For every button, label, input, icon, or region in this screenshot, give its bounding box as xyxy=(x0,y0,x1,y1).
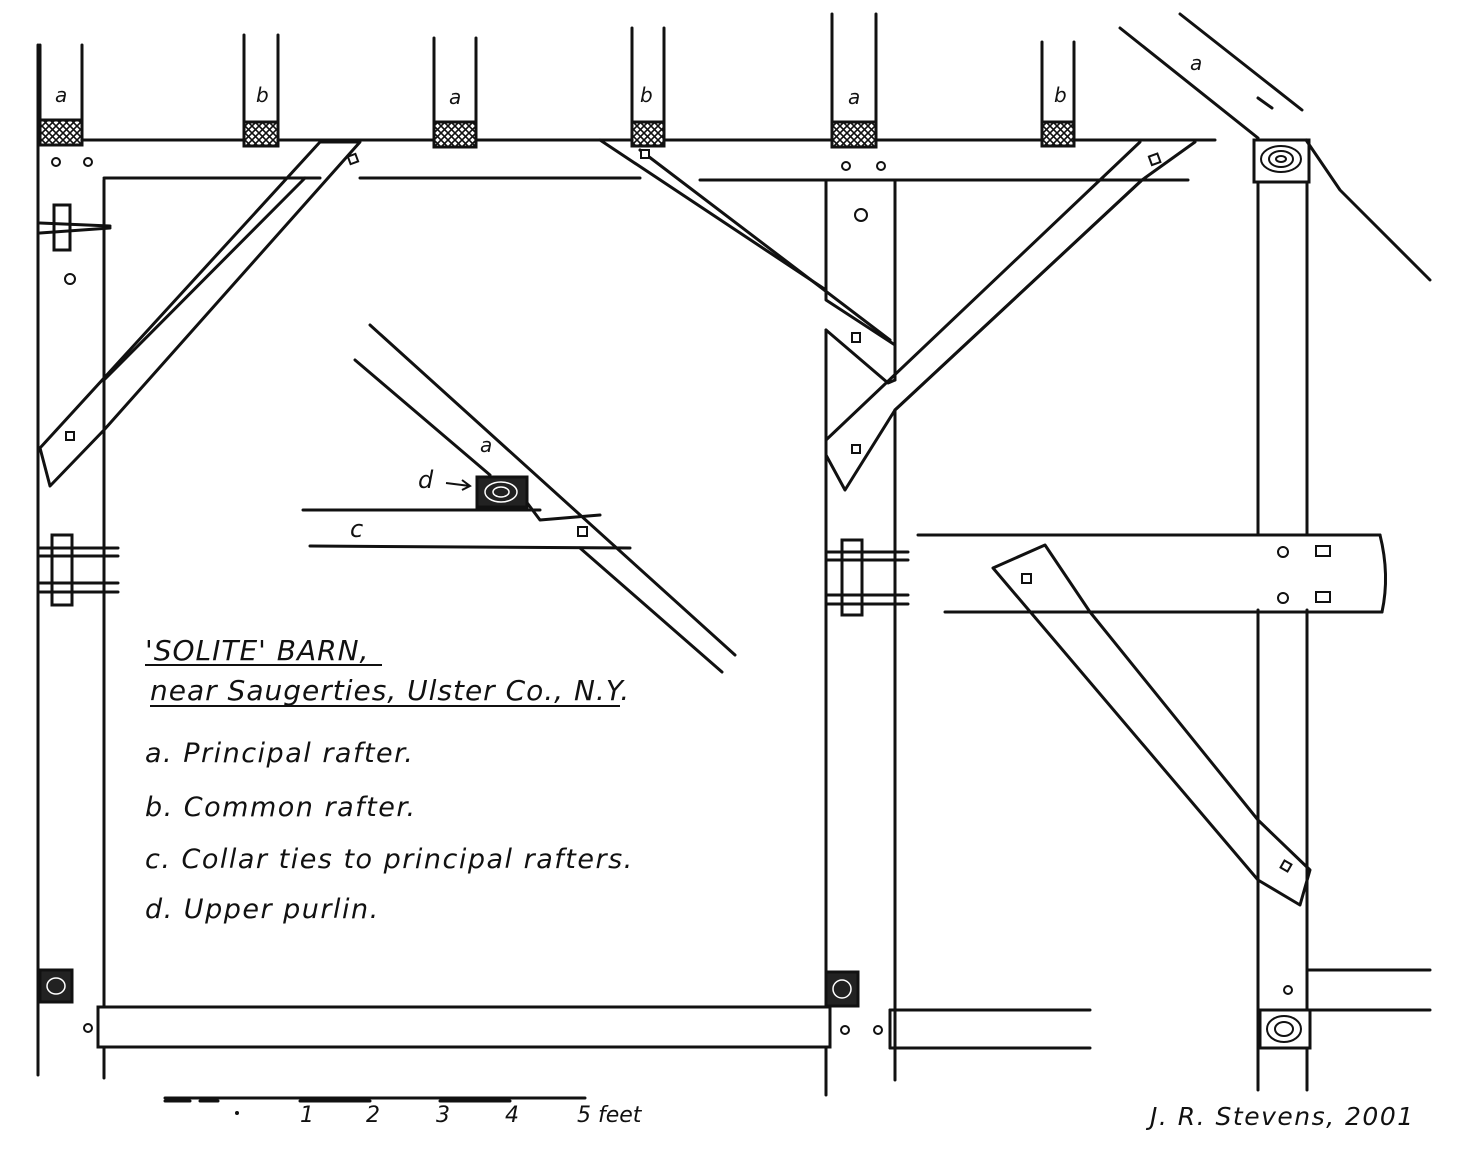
rafter-end xyxy=(38,43,84,147)
center-brace-right xyxy=(824,140,1197,492)
scale-tick: 4 xyxy=(505,1103,519,1128)
scale-tick: 5 feet xyxy=(577,1103,643,1128)
right-diagonal-brace xyxy=(991,543,1312,907)
rafter-label: b xyxy=(256,83,269,107)
scale-bar: 1 2 3 4 5 feet xyxy=(163,1096,643,1128)
scale-tick: 3 xyxy=(436,1103,450,1128)
legend-item: b. Common rafter. xyxy=(145,792,417,823)
rafter-label: a xyxy=(55,83,67,107)
detail-label-rafter: a xyxy=(480,433,492,457)
legend-item: a. Principal rafter. xyxy=(145,738,414,769)
signature: J. R. Stevens, 2001 xyxy=(1145,1102,1415,1131)
rafter-end xyxy=(1040,40,1076,148)
right-post xyxy=(1252,138,1432,1092)
left-post xyxy=(36,43,106,1080)
scale-tick: 2 xyxy=(366,1103,380,1128)
peg-fastenings xyxy=(38,203,910,617)
detail-label-purlin: d xyxy=(418,466,434,494)
top-plate xyxy=(36,138,1217,182)
lower-right-beam xyxy=(1258,968,1432,1050)
right-tie-beam xyxy=(916,533,1388,614)
rafter-end xyxy=(630,26,666,148)
center-brace-left xyxy=(598,138,897,385)
legend-item: c. Collar ties to principal rafters. xyxy=(145,844,634,875)
rafter-end xyxy=(432,36,478,149)
scale-tick: 1 xyxy=(300,1103,314,1128)
rafter-ends xyxy=(38,12,1304,149)
title-line2: near Saugerties, Ulster Co., N.Y. xyxy=(150,674,630,707)
rafter-label: a xyxy=(1190,51,1202,75)
left-knee-brace xyxy=(38,140,362,488)
title-line1: 'SOLITE' BARN, xyxy=(145,634,369,667)
detail-label-collar: c xyxy=(350,515,363,543)
legend: a. Principal rafter. b. Common rafter. c… xyxy=(145,738,634,925)
rafter-letters: a b a b a b a xyxy=(55,51,1202,109)
title-block: 'SOLITE' BARN, near Saugerties, Ulster C… xyxy=(145,634,630,707)
rafter-label: b xyxy=(640,83,653,107)
rafter-label: a xyxy=(449,85,461,109)
rafter-label: a xyxy=(848,85,860,109)
legend-item: d. Upper purlin. xyxy=(145,894,380,925)
rafter-end xyxy=(242,33,280,148)
bottom-girts xyxy=(38,968,1092,1050)
rafter-label: b xyxy=(1054,83,1067,107)
rafter-end xyxy=(830,12,878,149)
rafter-end xyxy=(1118,12,1304,140)
rafter-detail: a d c xyxy=(301,323,737,674)
